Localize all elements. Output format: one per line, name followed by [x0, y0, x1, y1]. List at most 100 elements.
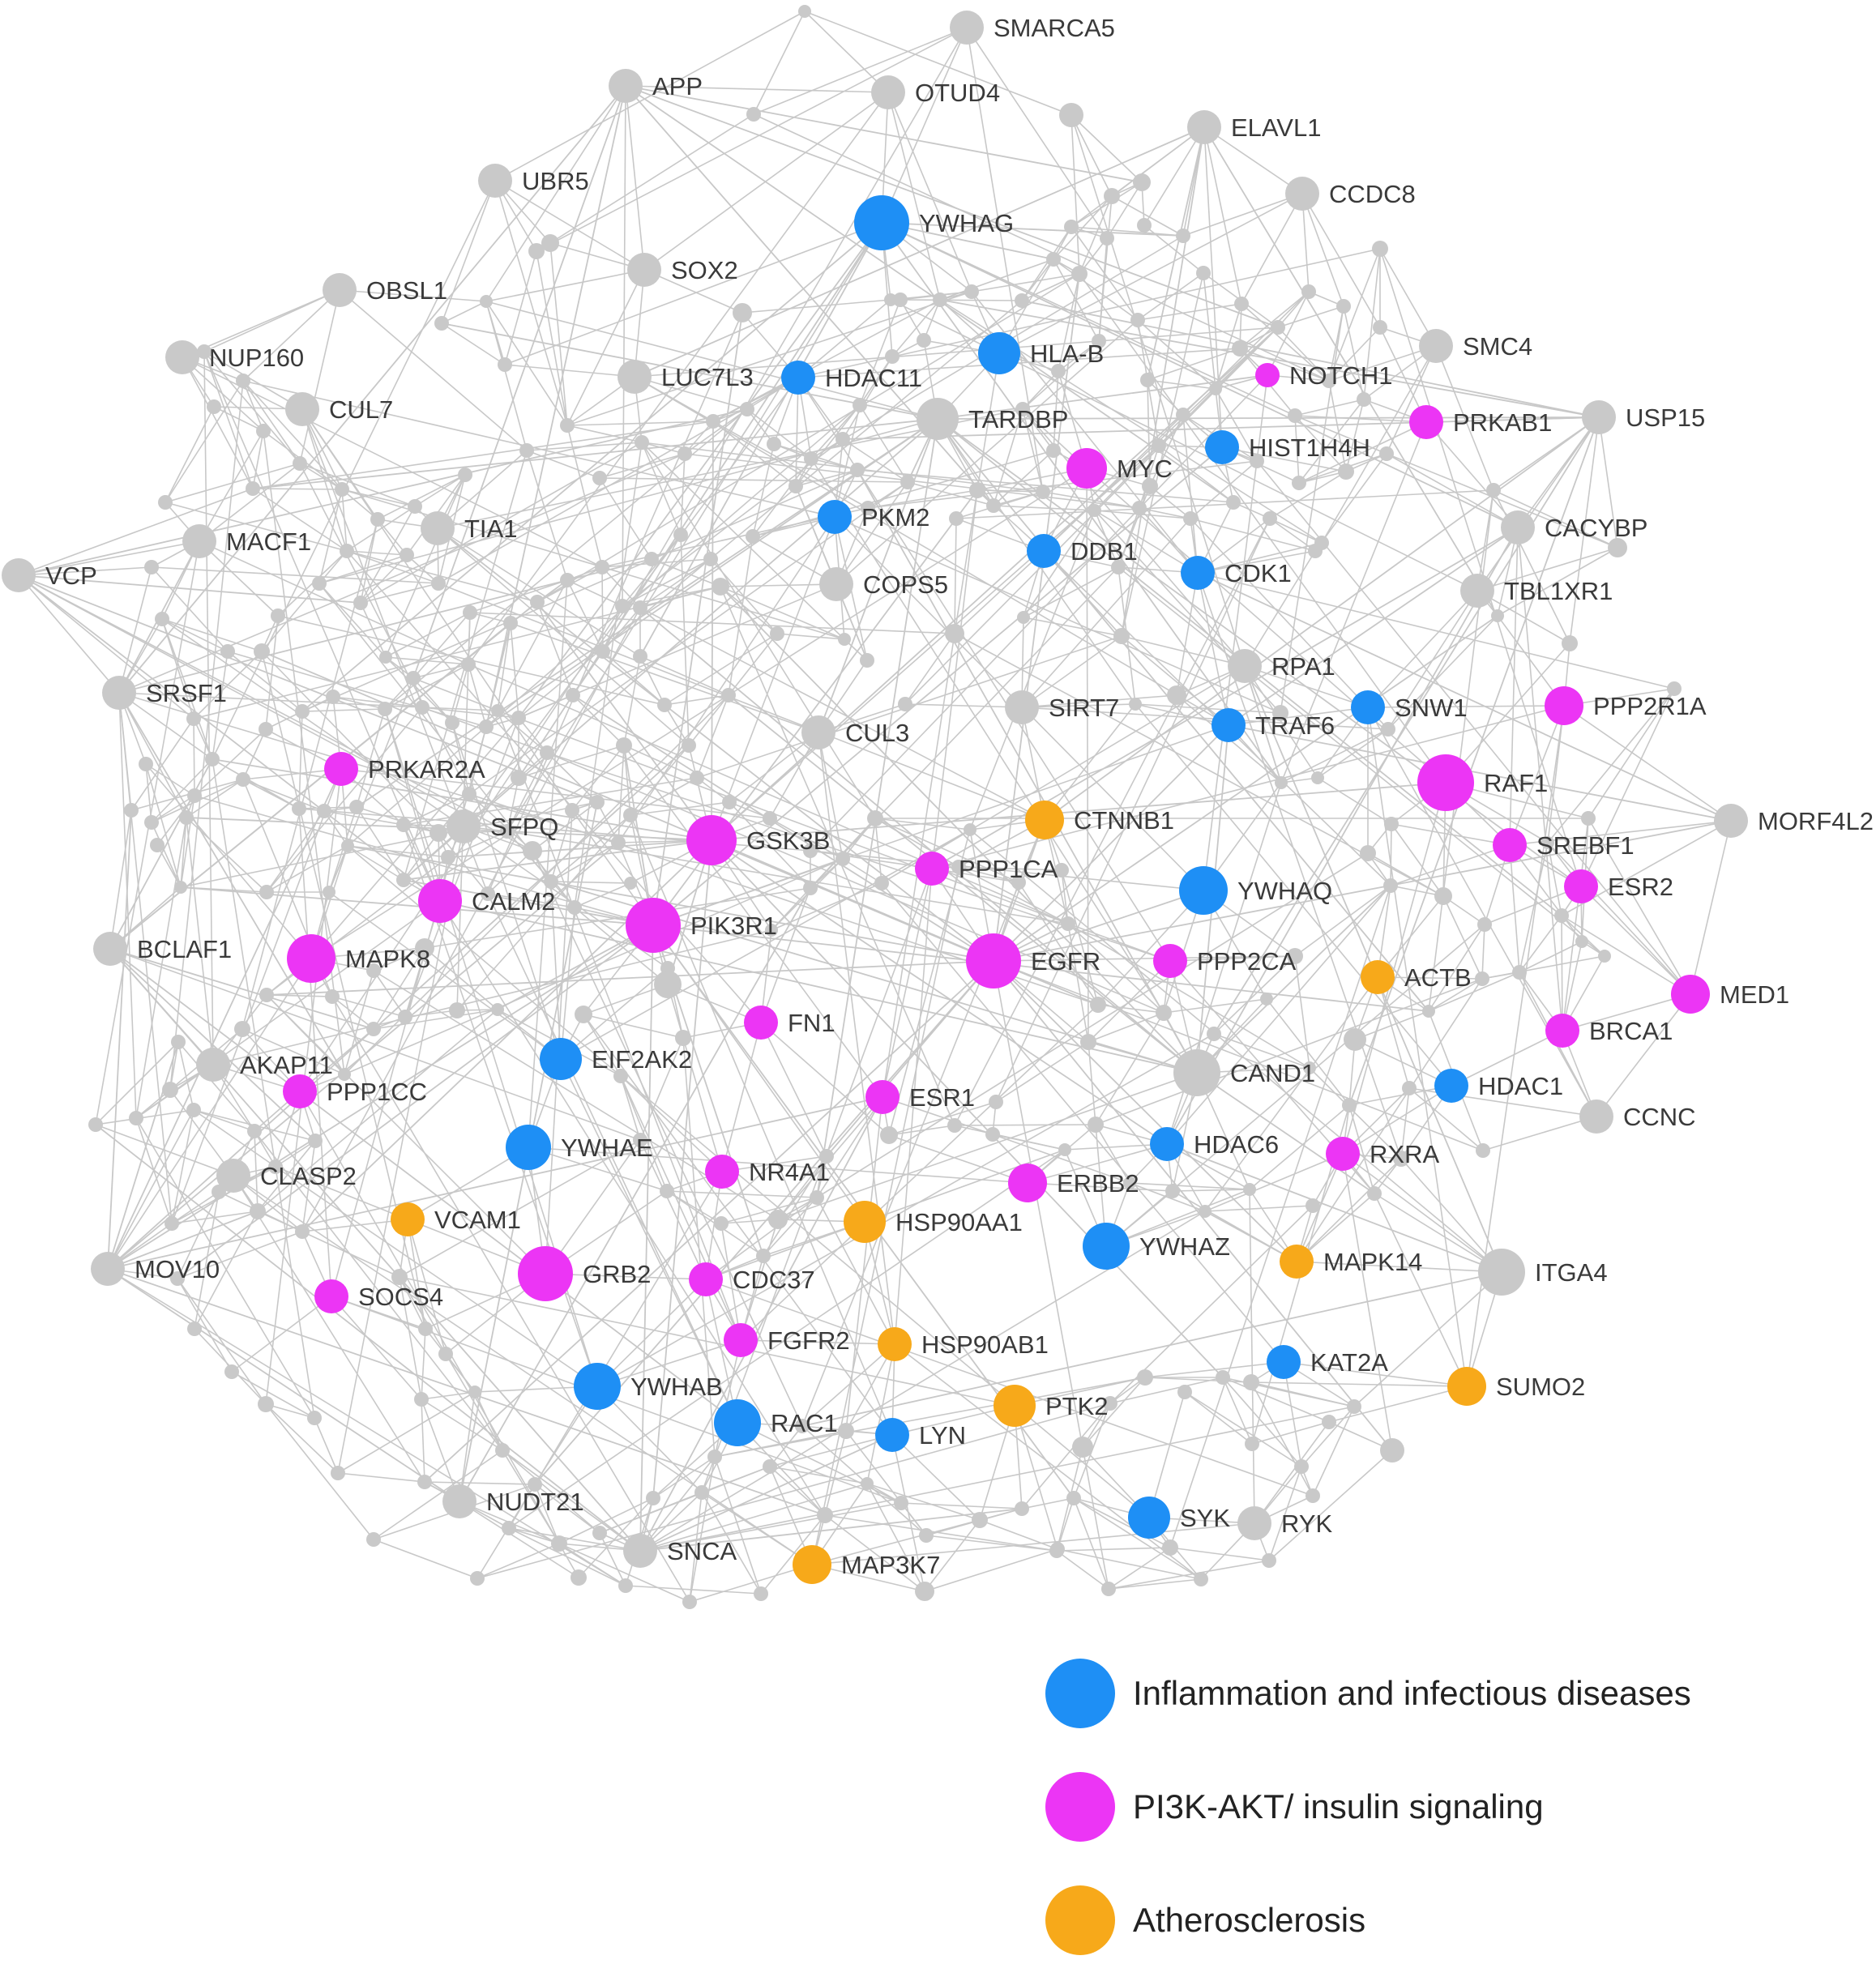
node-label: AKAP11	[240, 1051, 333, 1079]
network-node-small	[479, 719, 494, 734]
edge	[469, 579, 568, 613]
edge	[1221, 446, 1347, 472]
edge	[571, 745, 625, 811]
edge	[266, 960, 994, 996]
edge	[347, 845, 622, 1077]
network-node-small	[408, 499, 422, 514]
node-label: HLA-B	[1030, 339, 1104, 368]
edge	[403, 418, 938, 881]
network-node-small	[470, 1571, 485, 1586]
edge	[1172, 1189, 1250, 1192]
edge	[199, 430, 264, 542]
network-node-small	[1137, 218, 1152, 233]
edge	[1042, 491, 1140, 509]
edge	[18, 574, 361, 604]
node-label: LUC7L3	[661, 363, 754, 391]
node-circle	[1005, 690, 1039, 724]
edge	[1249, 1104, 1350, 1190]
network-node-small	[933, 292, 947, 307]
node-circle	[1493, 828, 1527, 862]
network-node-small	[418, 1322, 433, 1336]
node-circle	[818, 500, 852, 534]
network-node-nup160: NUP160	[165, 340, 304, 374]
edge	[1166, 1143, 1502, 1273]
edge	[1377, 976, 1410, 1089]
edge	[1386, 345, 1437, 455]
edge	[1301, 193, 1344, 307]
edge	[1283, 1361, 1468, 1387]
network-node-small	[1322, 1415, 1336, 1429]
edge	[816, 852, 1369, 1198]
edge	[924, 1548, 1058, 1592]
network-node-socs4: SOCS4	[314, 1279, 443, 1313]
edge	[331, 996, 374, 1030]
edge	[711, 516, 835, 841]
network-node-small	[646, 1491, 660, 1505]
network-node-esr1: ESR1	[865, 1080, 975, 1114]
edge	[1117, 507, 1140, 568]
edge	[518, 300, 1023, 719]
edge	[866, 1483, 981, 1521]
edge	[399, 1139, 641, 1278]
node-circle	[324, 752, 358, 786]
edge	[252, 430, 264, 489]
network-node-small	[139, 757, 153, 771]
network-node-small	[706, 414, 720, 429]
edge	[1348, 1104, 1375, 1194]
edge	[682, 1037, 723, 1172]
network-node-rpa1: RPA1	[1228, 649, 1335, 683]
edge	[1097, 890, 1204, 1006]
edge	[801, 1343, 895, 1427]
edge	[177, 1278, 233, 1373]
network-node-small	[1090, 997, 1106, 1013]
network-node-ryk: RYK	[1237, 1506, 1333, 1540]
edge	[998, 352, 1478, 591]
network-node-small	[565, 803, 579, 818]
node-label: YWHAE	[561, 1134, 653, 1162]
edge	[135, 817, 187, 1119]
edge	[1363, 248, 1381, 400]
network-node-small	[155, 612, 169, 626]
edge	[1213, 1033, 1310, 1069]
network-node-small	[770, 626, 784, 641]
edge	[314, 1417, 339, 1474]
network-node-small	[964, 284, 979, 299]
edge	[711, 421, 714, 841]
edge	[1228, 724, 1732, 822]
network-node-small	[323, 886, 335, 899]
edge	[643, 269, 743, 314]
edge	[118, 566, 152, 694]
edge	[881, 222, 1282, 784]
edge	[347, 845, 994, 962]
edge	[1387, 615, 1498, 730]
edge	[601, 566, 604, 652]
network-node-ppp1cc: PPP1CC	[283, 1074, 427, 1108]
network-node-small	[1156, 1005, 1172, 1021]
edge	[177, 1191, 220, 1279]
network-node-small	[1379, 446, 1394, 461]
network-node-small	[1475, 971, 1489, 986]
edge	[549, 242, 568, 426]
edge	[177, 1278, 267, 1405]
edge	[763, 1155, 827, 1257]
edge	[275, 1166, 598, 1387]
network-node-small	[1015, 402, 1030, 416]
edge	[1296, 1158, 1402, 1262]
edge	[1386, 453, 1618, 549]
network-node-cacybp: CACYBP	[1501, 510, 1647, 544]
edge	[504, 250, 537, 365]
edge	[954, 550, 1045, 634]
network-node-small	[615, 599, 630, 613]
edge	[502, 1450, 560, 1544]
edge	[550, 881, 631, 884]
edge	[566, 291, 972, 426]
edge	[130, 718, 194, 811]
edge	[451, 722, 562, 1060]
edge	[1354, 1010, 1429, 1040]
edge	[810, 374, 1268, 852]
edge	[558, 1543, 690, 1603]
edge	[1044, 703, 1136, 821]
edge	[421, 707, 498, 711]
edge	[652, 924, 1429, 1012]
edge	[403, 839, 712, 881]
